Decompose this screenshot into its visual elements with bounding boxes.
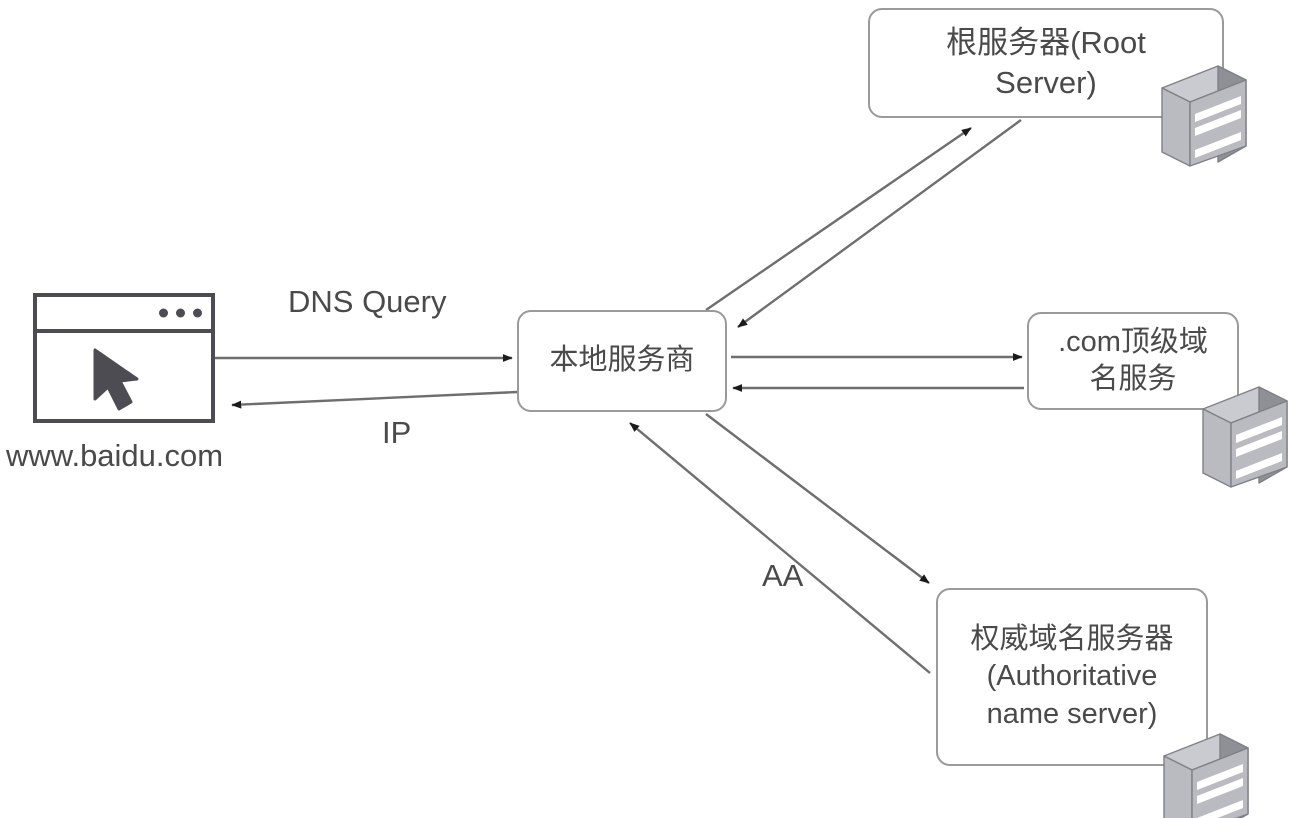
edge-auth-ask [705,413,930,584]
window-dot-1 [159,308,168,318]
node-local-isp-label: 本地服务商 [549,344,695,377]
browser-viewport [37,333,211,419]
edge-auth-reply [629,422,931,674]
server-icon-authoritative [1163,733,1249,818]
edge-label-ip: IP [382,415,412,450]
window-dot-2 [176,308,185,318]
browser-window-icon [33,293,215,423]
edge-root-ask [705,127,972,311]
edge-ip-back [231,390,518,409]
server-icon-root [1161,65,1247,167]
node-authoritative-server[interactable]: 权威域名服务器 (Authoritative name server) [936,588,1208,766]
node-tld-server[interactable]: .com顶级域 名服务 [1027,312,1239,410]
edge-label-aa: AA [762,558,804,593]
edge-label-dns-query: DNS Query [288,284,447,319]
node-root-server-label: 根服务器(Root Server) [946,25,1146,100]
node-local-isp[interactable]: 本地服务商 [517,310,727,412]
node-tld-server-label: .com顶级域 名服务 [1058,325,1208,395]
browser-window-dots [159,308,202,318]
node-root-server[interactable]: 根服务器(Root Server) [868,8,1224,118]
edge-root-reply [737,119,1022,328]
client-caption: www.baidu.com [6,438,224,473]
cursor-arrow-icon [93,348,139,411]
browser-titlebar [37,297,211,333]
node-authoritative-server-label: 权威域名服务器 (Authoritative name server) [970,623,1174,730]
server-icon-tld [1202,386,1288,488]
window-dot-3 [193,308,202,318]
